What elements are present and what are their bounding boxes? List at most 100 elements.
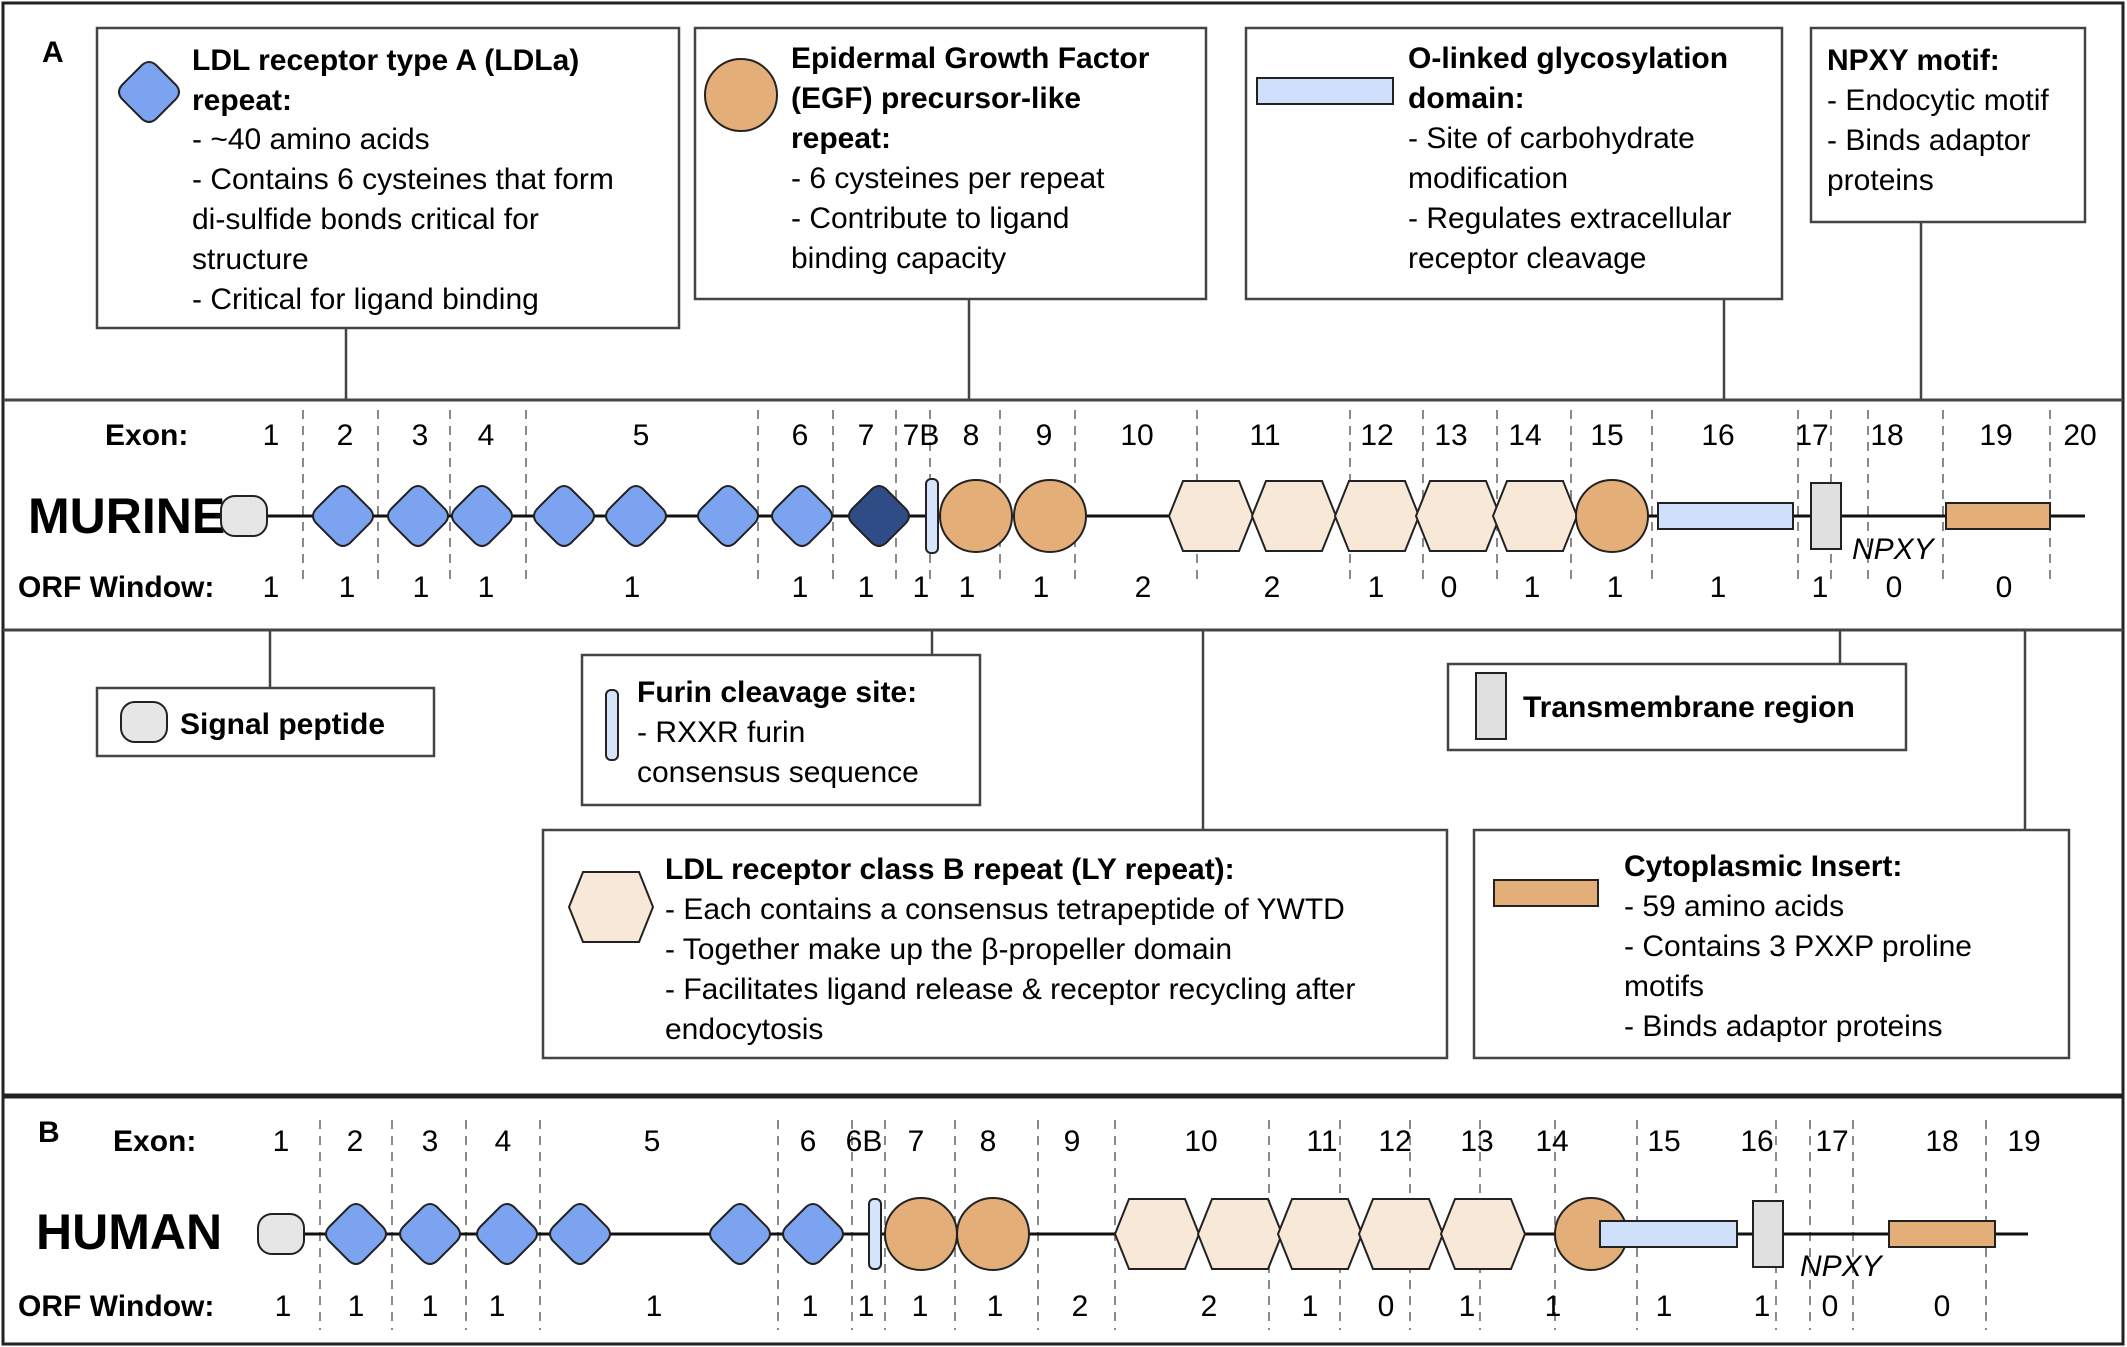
furin-line-1: - RXXR furin	[637, 716, 805, 749]
legend-ldla: LDL receptor type A (LDLa) repeat: - ~40…	[95, 26, 681, 400]
legend-egf: Epidermal Growth Factor (EGF) precursor-…	[693, 26, 1208, 400]
exon-number: 11	[1249, 419, 1280, 452]
ldla-line-5: - Critical for ligand binding	[192, 283, 539, 316]
orf-window-value: 1	[339, 571, 356, 604]
npxy-title: NPXY motif:	[1827, 44, 2000, 77]
exon-number: 8	[980, 1125, 997, 1158]
exon-number: 20	[2063, 419, 2096, 452]
svg-text:- 6 cysteines per repeat: - 6 cysteines per repeat - Contribute to…	[791, 162, 1113, 275]
orf-window-value: 1	[959, 571, 976, 604]
legend-npxy: NPXY motif: - Endocytic motif - Binds ad…	[1809, 26, 2087, 400]
ldla-repeat	[782, 1203, 844, 1265]
panel-a-label: A	[42, 36, 64, 69]
egf-repeat	[1575, 479, 1649, 553]
ldla-repeat	[399, 1203, 461, 1265]
furin-site	[925, 478, 939, 554]
exon-number: 2	[337, 419, 354, 452]
orf-window-value: 1	[478, 571, 495, 604]
human-exon-label: Exon:	[113, 1125, 196, 1158]
human-orf-label: ORF Window:	[18, 1290, 214, 1323]
orf-window-value: 1	[1607, 571, 1624, 604]
transmembrane-region	[1752, 1200, 1784, 1268]
ly-repeat	[1358, 1198, 1444, 1270]
ldla-repeat	[697, 485, 759, 547]
orf-window-value: 1	[792, 571, 809, 604]
ldla-repeat	[325, 1203, 387, 1265]
exon-number: 1	[263, 419, 280, 452]
cyto-title: Cytoplasmic Insert:	[1624, 850, 1902, 883]
ldla-line-1: - ~40 amino acids	[192, 123, 430, 156]
legend-cyto: Cytoplasmic Insert: - 59 amino acids - C…	[1472, 630, 2071, 1060]
exon-number: 12	[1378, 1125, 1411, 1158]
egf-title-2: (EGF) precursor-like	[791, 82, 1081, 115]
transmembrane-region	[1810, 482, 1842, 550]
ldla-repeat	[605, 485, 667, 547]
orf-window-value: 1	[1710, 571, 1727, 604]
egf-repeat	[884, 1197, 958, 1271]
glyco-line-2: modification	[1408, 162, 1568, 195]
murine-label: MURINE	[28, 488, 225, 544]
glyco-title-2: domain:	[1408, 82, 1525, 115]
orf-window-value: 1	[275, 1290, 292, 1323]
orf-window-value: 1	[858, 571, 875, 604]
exon-number: 15	[1590, 419, 1623, 452]
ly-repeat	[1492, 480, 1578, 552]
exon-number: 18	[1870, 419, 1903, 452]
orf-window-value: 1	[1656, 1290, 1673, 1323]
npxy-line-1: - Endocytic motif	[1827, 84, 2049, 117]
ldla-line-3: di-sulfide bonds critical for	[192, 203, 539, 236]
exon-number: 6B	[846, 1125, 883, 1158]
tm-title: Transmembrane region	[1523, 691, 1855, 724]
exon-number: 3	[412, 419, 429, 452]
exon-number: 16	[1701, 419, 1734, 452]
orf-window-value: 1	[263, 571, 280, 604]
ldla-repeat	[771, 485, 833, 547]
cyto-insert	[1888, 1220, 1996, 1248]
orf-window-value: 1	[1459, 1290, 1476, 1323]
svg-text:O-linked glycosylation d: O-linked glycosylation domain:	[1408, 42, 1736, 115]
orf-window-value: 1	[1545, 1290, 1562, 1323]
legend-signal: Signal peptide	[95, 630, 436, 758]
ly-repeat	[1114, 1198, 1200, 1270]
npxy-label: NPXY	[1800, 1250, 1884, 1283]
ldla-repeat	[476, 1203, 538, 1265]
legend-furin: Furin cleavage site: - RXXR furin consen…	[580, 630, 982, 807]
svg-text:- ~40 amino acids - Cont: - ~40 amino acids - Contains 6 cysteines…	[192, 123, 622, 316]
egf-repeat	[1013, 479, 1087, 553]
legend-tm: Transmembrane region	[1446, 630, 1908, 752]
orf-window-value: 1	[913, 571, 930, 604]
exon-number: 4	[478, 419, 495, 452]
orf-window-value: 1	[422, 1290, 439, 1323]
glyco-line-3: - Regulates extracellular	[1408, 202, 1731, 235]
furin-site-icon	[605, 689, 619, 761]
orf-window-value: 0	[1996, 571, 2013, 604]
orf-window-value: 1	[646, 1290, 663, 1323]
ldla-repeat	[709, 1203, 771, 1265]
ldla-line-2: - Contains 6 cysteines that form	[192, 163, 614, 196]
svg-text:- Endocytic motif - Bind: - Endocytic motif - Binds adaptor protei…	[1827, 84, 2057, 197]
furin-title: Furin cleavage site:	[637, 676, 917, 709]
exon-number: 7	[908, 1125, 925, 1158]
exon-number: 6	[800, 1125, 817, 1158]
orf-window-value: 2	[1264, 571, 1281, 604]
exon-number: 10	[1184, 1125, 1217, 1158]
orf-window-value: 1	[802, 1290, 819, 1323]
signal-peptide-icon	[120, 701, 168, 743]
ldla-title-1: LDL receptor type A (LDLa)	[192, 44, 579, 77]
glyco-domain-icon	[1256, 77, 1394, 105]
human-label: HUMAN	[36, 1204, 222, 1260]
ldla-title-2: repeat:	[192, 84, 292, 117]
ly-line-1: - Each contains a consensus tetrapeptide…	[665, 893, 1345, 926]
exon-number: 17	[1795, 419, 1828, 452]
ldla-line-4: structure	[192, 243, 309, 276]
exon-number: 13	[1460, 1125, 1493, 1158]
murine-exon-label: Exon:	[105, 419, 188, 452]
egf-repeat	[939, 479, 1013, 553]
svg-text:Furin cleavage site: - R: Furin cleavage site: - RXXR furin consen…	[637, 676, 925, 789]
orf-window-value: 2	[1135, 571, 1152, 604]
legend-glyco: O-linked glycosylation domain: - Site of…	[1244, 26, 1784, 400]
orf-window-value: 0	[1378, 1290, 1395, 1323]
orf-window-value: 0	[1934, 1290, 1951, 1323]
ly-repeat	[1197, 1198, 1283, 1270]
